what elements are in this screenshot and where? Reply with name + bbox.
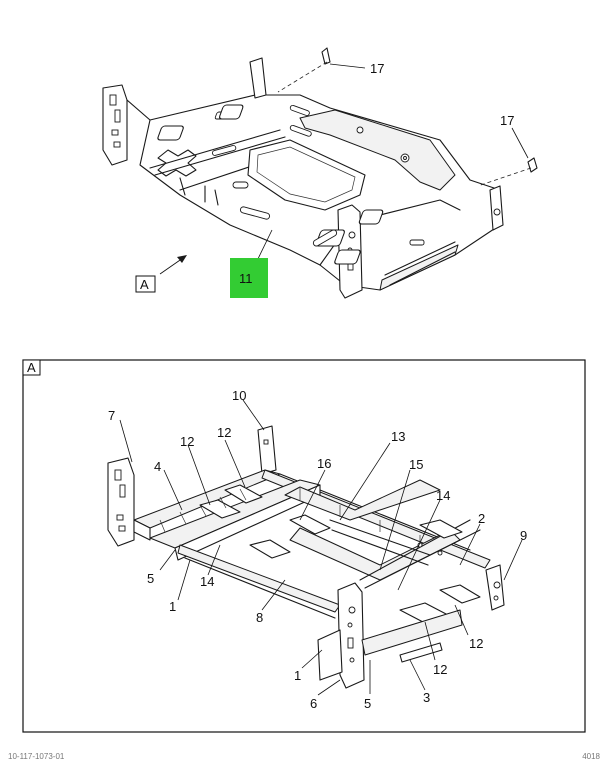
callout-12-a: 12 — [180, 434, 194, 449]
callout-6: 6 — [310, 696, 317, 711]
callout-12-c: 12 — [469, 636, 483, 651]
detail-frame-tag — [22, 359, 41, 376]
detail-frame-label: A — [27, 360, 36, 375]
view-ref-label: A — [140, 277, 149, 292]
callout-5-b: 5 — [364, 696, 371, 711]
callout-13: 13 — [391, 429, 405, 444]
callout-17-right: 17 — [500, 113, 514, 128]
callout-15: 15 — [409, 457, 423, 472]
page-code: 4018 — [582, 752, 600, 761]
callout-11: 11 — [239, 271, 253, 286]
callout-1-a: 1 — [169, 599, 176, 614]
callout-7: 7 — [108, 408, 115, 423]
floor-pan-assembly — [102, 47, 538, 299]
callout-17-left: 17 — [370, 61, 384, 76]
callout-12-d: 12 — [433, 662, 447, 677]
callout-16: 16 — [317, 456, 331, 471]
callout-10: 10 — [232, 388, 246, 403]
frame-structure — [107, 425, 505, 689]
view-ref-box — [135, 275, 156, 293]
callout-12-b: 12 — [217, 425, 231, 440]
callout-2: 2 — [478, 511, 485, 526]
callout-9: 9 — [520, 528, 527, 543]
drawing-number: 10-117-1073-01 — [8, 752, 65, 761]
detail-frame — [22, 359, 586, 733]
callout-4: 4 — [154, 459, 161, 474]
callout-14-a: 14 — [436, 488, 450, 503]
callout-3: 3 — [423, 690, 430, 705]
callout-14-b: 14 — [200, 574, 214, 589]
callout-1-b: 1 — [294, 668, 301, 683]
highlight-box-11 — [230, 258, 268, 298]
callout-5-a: 5 — [147, 571, 154, 586]
callout-8: 8 — [256, 610, 263, 625]
